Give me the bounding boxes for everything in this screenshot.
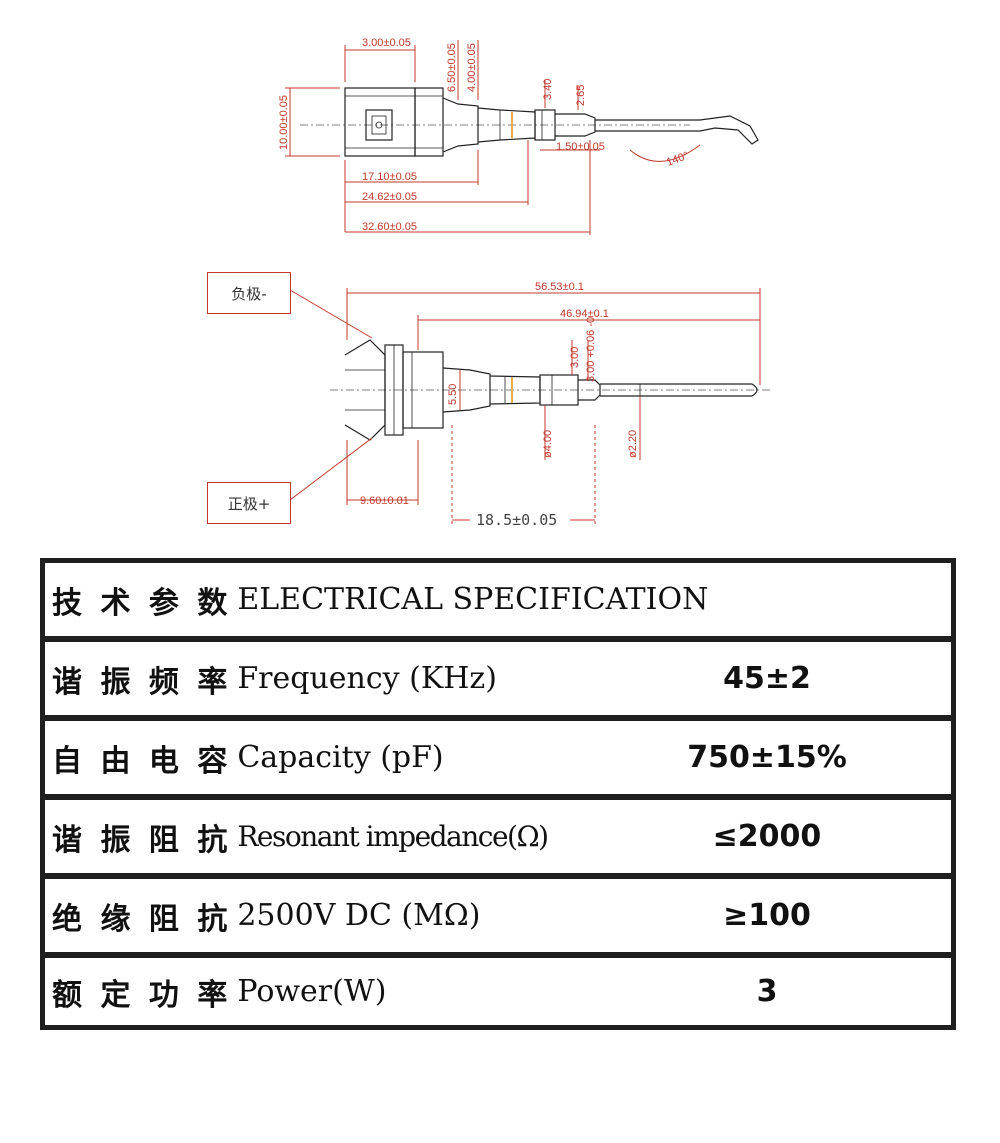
dim-label: 3.00 +0.06 -0 (585, 317, 597, 382)
spec-row: 绝 缘 阻 抗 2500V DC (MΩ) ≥100 (45, 879, 951, 952)
dim-label: 2.65 (575, 85, 587, 106)
dim-label: 17.10±0.05 (362, 171, 417, 183)
dim-label: 9.60±0.01 (360, 495, 409, 507)
spec-row: 额 定 功 率 Power(W) 3 (45, 958, 951, 1025)
spec-label-cell: 绝 缘 阻 抗 2500V DC (MΩ) (45, 879, 576, 952)
spec-label-cell: 自 由 电 容 Capacity (pF) (45, 721, 576, 794)
top-view: 3.00±0.05 6.50±0.05 4.00±0.05 3.40 2.65 … (278, 37, 759, 235)
spec-label-cell: 谐 振 阻 抗 Resonant impedance(Ω) (45, 800, 576, 873)
dim-label: 5.50 (447, 384, 459, 405)
header-en: ELECTRICAL SPECIFICATION (237, 582, 709, 617)
dim-label: 6.50±0.05 (446, 43, 458, 92)
spec-table: 技 术 参 数 ELECTRICAL SPECIFICATION 谐 振 频 率… (40, 558, 956, 1030)
spec-label-cell: 谐 振 频 率 Frequency (KHz) (45, 642, 576, 715)
spec-value: 750±15% (583, 721, 951, 794)
spec-row: 谐 振 阻 抗 Resonant impedance(Ω) ≤2000 (45, 800, 951, 873)
dim-label: 3.40 (542, 79, 554, 100)
header-zh: 技 术 参 数 (52, 585, 232, 621)
positive-terminal-label: 正极+ (207, 482, 291, 524)
dim-label: ø2.20 (627, 430, 639, 458)
dim-label: 3.00±0.05 (362, 37, 411, 49)
dim-label: ø4.00 (542, 430, 554, 458)
spec-label-zh: 绝 缘 阻 抗 (52, 901, 232, 937)
dim-label: 140° (665, 150, 690, 169)
side-view: 56.53±0.1 46.94±0.1 3.00 3.00 +0.06 -0 5… (289, 281, 770, 529)
spec-label-en: 2500V DC (MΩ) (237, 898, 481, 933)
dim-label: 1.50±0.05 (556, 141, 605, 153)
dim-label: 18.5±0.05 (476, 511, 557, 529)
spec-table-header: 技 术 参 数 ELECTRICAL SPECIFICATION (45, 563, 951, 636)
spec-label-en: Resonant impedance(Ω) (237, 820, 549, 853)
dim-label: 56.53±0.1 (535, 281, 584, 293)
spec-row: 自 由 电 容 Capacity (pF) 750±15% (45, 721, 951, 794)
spec-label-cell: 额 定 功 率 Power(W) (45, 958, 576, 1025)
dim-label: 10.00±0.05 (278, 95, 290, 150)
dim-label: 3.00 (569, 347, 581, 368)
spec-label-en: Capacity (pF) (237, 740, 444, 775)
spec-label-zh: 额 定 功 率 (52, 977, 232, 1013)
dim-label: 24.62±0.05 (362, 191, 417, 203)
technical-drawing: 3.00±0.05 6.50±0.05 4.00±0.05 3.40 2.65 … (278, 37, 770, 529)
spec-label-en: Frequency (KHz) (237, 661, 497, 696)
spec-row: 谐 振 频 率 Frequency (KHz) 45±2 (45, 642, 951, 715)
spec-label-en: Power(W) (237, 974, 387, 1009)
dim-label: 32.60±0.05 (362, 221, 417, 233)
dim-label: 46.94±0.1 (560, 308, 609, 320)
dim-label: 4.00±0.05 (466, 43, 478, 92)
spec-label-zh: 谐 振 频 率 (52, 664, 232, 700)
spec-label-zh: 自 由 电 容 (52, 743, 232, 779)
spec-value: ≤2000 (583, 800, 951, 873)
spec-value: 45±2 (583, 642, 951, 715)
spec-value: 3 (583, 958, 951, 1025)
spec-value: ≥100 (583, 879, 951, 952)
negative-terminal-label: 负极- (207, 272, 291, 314)
spec-label-zh: 谐 振 阻 抗 (52, 822, 232, 858)
